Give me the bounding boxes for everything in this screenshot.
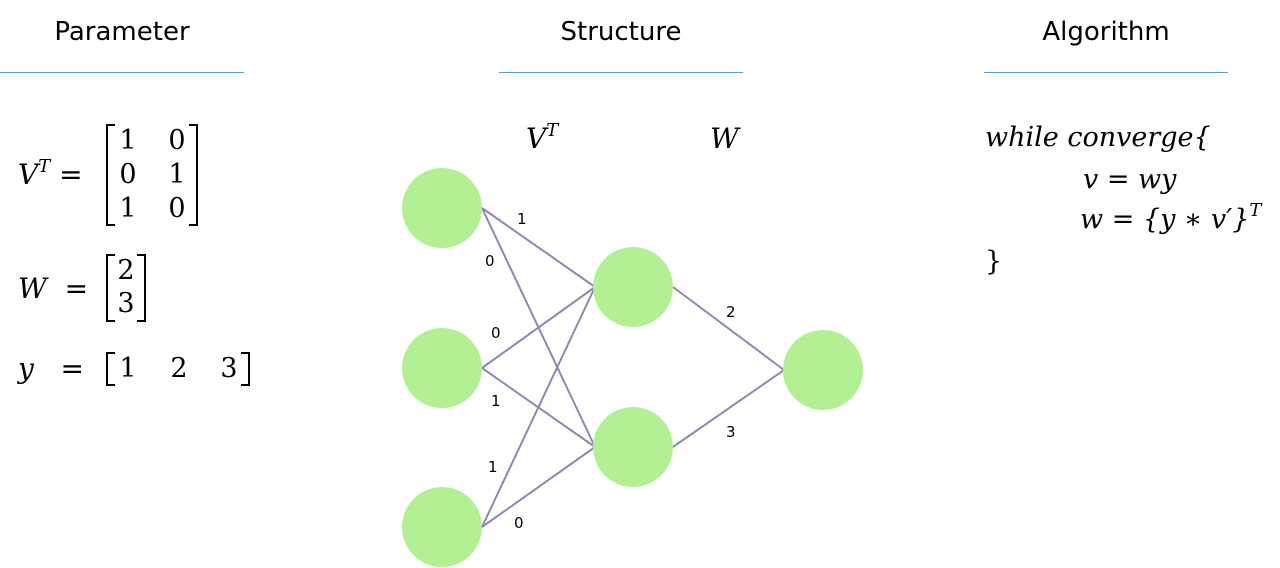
edge-label-in2-h1: 0 (491, 324, 501, 342)
edge-label-h1-out: 2 (726, 303, 736, 321)
input-node (402, 487, 482, 567)
y-cell: 3 (220, 353, 238, 384)
vt-cell: 1 (168, 159, 186, 190)
edge-in1-h1 (481, 207, 596, 288)
algorithm-title: Algorithm (1042, 17, 1170, 47)
y-name: y (18, 352, 34, 385)
y-bracket-left (106, 352, 115, 386)
w-bracket-right (137, 254, 146, 322)
parameter-title: Parameter (54, 17, 190, 47)
structure-w-label: W (710, 122, 739, 156)
edge-label-in1-h1: 1 (517, 210, 527, 228)
vt-equation-lhs: VT = (18, 156, 83, 196)
edge-in3-h1 (481, 286, 596, 528)
hidden-node (593, 247, 673, 327)
y-vector: 1 2 3 (106, 352, 250, 386)
structure-vt-label: VT (526, 120, 559, 160)
vt-cell: 0 (168, 125, 186, 156)
edge-label-h2-out: 3 (726, 423, 736, 441)
structure-vt-sup: T (546, 120, 559, 141)
nodes (402, 168, 863, 567)
y-equation-lhs: y = (18, 352, 84, 386)
w-matrix: 2 3 (106, 254, 146, 322)
w-equation-lhs: W = (18, 272, 88, 306)
vt-bracket-right (189, 124, 198, 226)
edge-in3-h2 (481, 446, 596, 528)
w-equals: = (64, 272, 89, 305)
algo-line-while: while converge{ (985, 122, 1211, 153)
algo-w-update-sup: T (1249, 200, 1262, 221)
vt-matrix: 1 0 0 1 1 0 (106, 124, 198, 226)
algo-w-update-expr: w = {y ∗ v′} (1080, 204, 1250, 235)
edge-label-in2-h2: 1 (491, 392, 501, 410)
structure-vt-name: V (526, 122, 547, 155)
edge-label-in1-h2: 0 (485, 252, 495, 270)
edge-label-in3-h1: 1 (488, 458, 498, 476)
structure-title-rule (499, 72, 743, 73)
w-name: W (18, 272, 47, 305)
edge-h2-out (672, 369, 785, 448)
edge-in2-h1 (481, 286, 596, 369)
edge-h1-out (672, 286, 785, 371)
algorithm-title-rule (984, 72, 1228, 73)
structure-title: Structure (560, 17, 682, 47)
vt-cell: 1 (119, 125, 137, 156)
w-cell: 3 (117, 288, 135, 319)
input-node (402, 328, 482, 408)
vt-cell: 0 (168, 193, 186, 224)
vt-cell: 0 (119, 159, 137, 190)
structure-w-name: W (710, 122, 739, 155)
vt-bracket-left (106, 124, 115, 226)
y-cell: 2 (170, 353, 188, 384)
algo-line-close: } (985, 246, 1003, 277)
edge-labels: 1 0 0 1 1 0 2 3 (485, 210, 736, 532)
vt-equals: = (59, 158, 83, 191)
edge-label-in3-h2: 0 (514, 514, 524, 532)
y-cell: 1 (119, 353, 137, 384)
edges (481, 207, 785, 528)
vt-cell: 1 (119, 193, 137, 224)
w-cell: 2 (117, 255, 135, 286)
parameter-title-rule (0, 72, 244, 73)
w-bracket-left (106, 254, 115, 322)
algo-line-w-update: w = {y ∗ v′}T (1080, 200, 1261, 243)
hidden-node (593, 407, 673, 487)
vt-name: V (18, 158, 39, 191)
output-node (783, 330, 863, 410)
y-bracket-right (241, 352, 250, 386)
input-node (402, 168, 482, 248)
algo-line-v-update: v = wy (1083, 164, 1177, 195)
y-equals: = (60, 352, 84, 385)
vt-sup: T (38, 156, 51, 177)
